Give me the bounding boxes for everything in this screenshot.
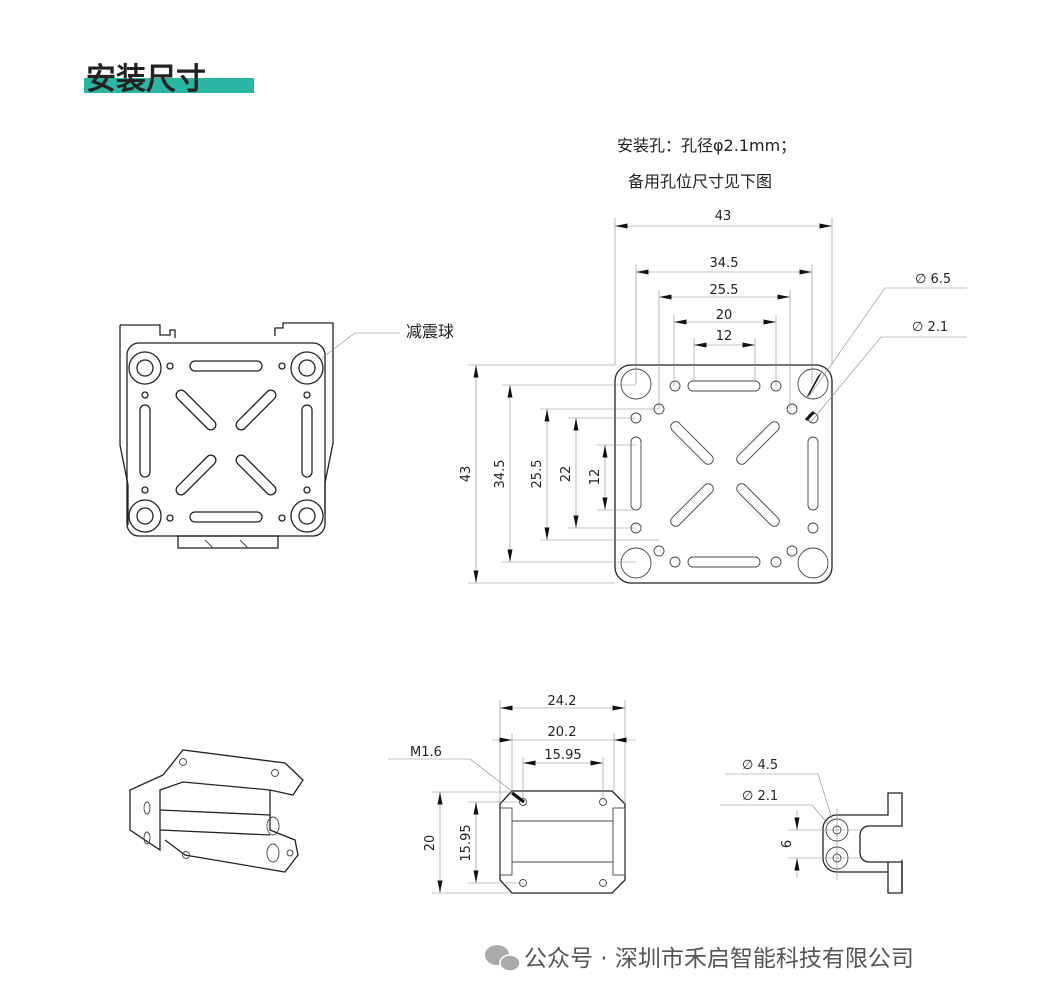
damper-ball-callout: 减震球	[406, 322, 454, 341]
footer-watermark: 公众号 · 深圳市禾启智能科技有限公司	[485, 945, 914, 972]
dim-height-22: 22	[559, 466, 574, 483]
dim-height-12: 12	[588, 469, 603, 486]
dim-height-20: 20	[423, 835, 438, 852]
dia-2-1-label: ∅ 2.1	[912, 320, 948, 335]
dim-24-2: 24.2	[548, 694, 577, 709]
thread-m1-6-label: M1.6	[410, 745, 442, 760]
bracket-side-view: ∅ 4.5 ∅ 2.1 6	[720, 758, 903, 894]
dim-height-43: 43	[459, 466, 474, 483]
dim-width-43: 43	[715, 209, 732, 224]
block-dimension-view: 24.2 20.2 15.95 M1.6 20 15.95	[388, 694, 636, 894]
dim-15-95: 15.95	[544, 748, 581, 763]
dia-6-5-label: ∅ 6.5	[915, 272, 951, 287]
dim-34-5: 34.5	[710, 256, 739, 271]
header-accent-bar	[84, 78, 254, 93]
damper-assembly-view: 减震球	[119, 322, 454, 549]
bracket-isometric-view	[129, 749, 304, 873]
dim-20-2: 20.2	[548, 725, 577, 740]
page-title: 安装尺寸	[86, 62, 206, 97]
dim-height-15-95: 15.95	[459, 824, 474, 861]
mounting-hole-note: 安装孔：孔径φ2.1mm；	[617, 136, 796, 155]
dia-2-1-bracket-label: ∅ 2.1	[742, 789, 778, 804]
dim-height-25-5: 25.5	[530, 460, 545, 489]
wechat-icon	[485, 945, 521, 972]
dia-4-5-label: ∅ 4.5	[742, 758, 778, 773]
dim-20: 20	[716, 308, 733, 323]
dim-12: 12	[716, 329, 733, 344]
dim-25-5: 25.5	[710, 283, 739, 298]
dim-height-34-5: 34.5	[493, 460, 508, 489]
plate-dimension-view: 43 34.5 25.5 20 12 43 34.5 25.5 22 12 ∅ …	[459, 209, 967, 584]
section-header: 安装尺寸	[84, 62, 254, 97]
footer-text: 公众号 · 深圳市禾启智能科技有限公司	[524, 946, 914, 972]
spare-hole-note: 备用孔位尺寸见下图	[628, 172, 772, 191]
dim-6: 6	[780, 840, 795, 848]
